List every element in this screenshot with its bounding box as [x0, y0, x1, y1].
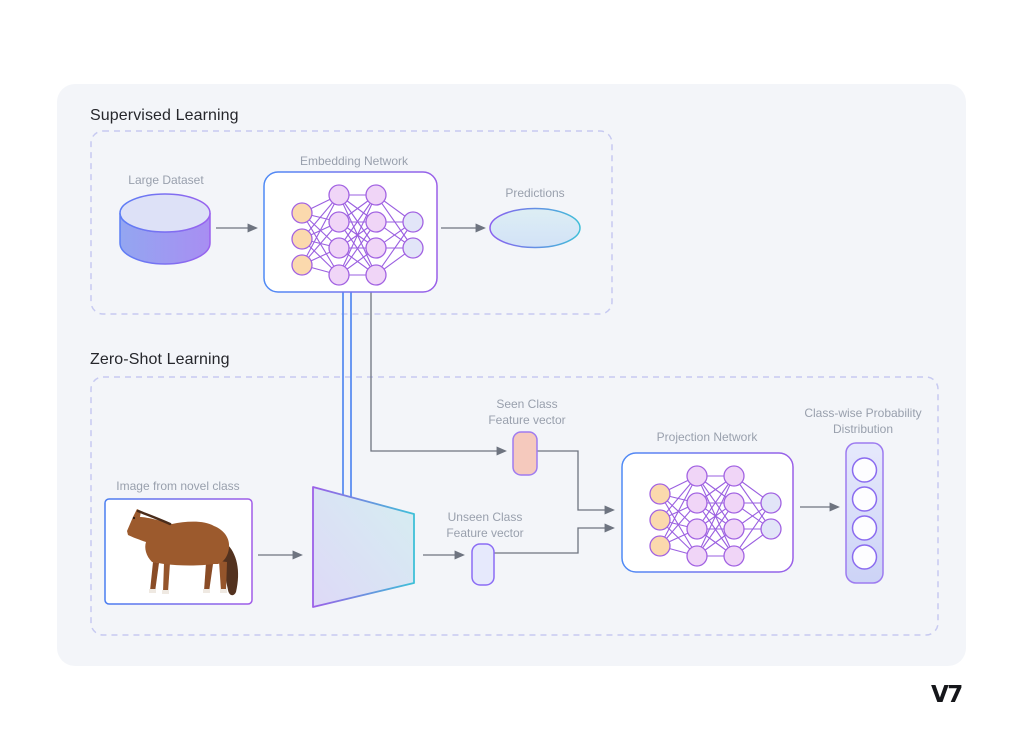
- network-node: [686, 465, 708, 487]
- large-dataset-label: Large Dataset: [128, 173, 204, 187]
- probability-cell: [851, 457, 878, 483]
- probability-cell: [851, 515, 878, 541]
- network-node: [365, 211, 387, 233]
- network-node: [402, 211, 424, 233]
- probability-distribution: [845, 442, 884, 584]
- zero-shot-region-outline: [90, 376, 939, 636]
- network-node: [328, 211, 350, 233]
- connector-arrows: [216, 223, 840, 560]
- network-node: [402, 237, 424, 259]
- network-node: [291, 202, 313, 224]
- network-node: [365, 184, 387, 206]
- network-node: [328, 237, 350, 259]
- arrow-unseen-vector-to-projection: [494, 523, 615, 554]
- probability-cell: [851, 544, 878, 570]
- seen-class-vector-label: Seen Class Feature vector: [488, 397, 566, 427]
- unseen-class-vector-label: Unseen Class Feature vector: [446, 510, 524, 540]
- network-node: [686, 492, 708, 514]
- novel-class-image-label: Image from novel class: [116, 479, 240, 493]
- network-node: [686, 518, 708, 540]
- network-node: [365, 237, 387, 259]
- network-node: [365, 264, 387, 286]
- network-node: [686, 545, 708, 567]
- network-node: [328, 184, 350, 206]
- network-node: [328, 264, 350, 286]
- predictions-label: Predictions: [505, 186, 565, 200]
- network-node: [760, 518, 782, 540]
- projection-network-label: Projection Network: [656, 430, 758, 444]
- unseen-class-feature-vector: [471, 543, 495, 586]
- network-node: [291, 228, 313, 250]
- embedding-network-diagram: [291, 184, 424, 286]
- supervised-region-outline: [90, 130, 613, 315]
- predictions-ellipse: [489, 207, 581, 249]
- network-node: [723, 545, 745, 567]
- large-dataset-cylinder: [119, 193, 211, 265]
- network-node: [723, 492, 745, 514]
- seen-class-feature-vector: [512, 431, 538, 476]
- distribution-label: Class-wise Probability Distribution: [804, 406, 922, 436]
- zero-shot-section-title: Zero-Shot Learning: [90, 351, 230, 368]
- network-node: [723, 465, 745, 487]
- network-node: [649, 535, 671, 557]
- network-node: [649, 483, 671, 505]
- horse-illustration: [127, 509, 239, 596]
- embedding-network-label: Embedding Network: [299, 154, 409, 168]
- weight-sharing-lines: [342, 291, 352, 498]
- novel-class-image: [104, 498, 253, 605]
- network-node: [291, 254, 313, 276]
- v7-logo: V7: [931, 682, 963, 708]
- projection-network-diagram: [649, 465, 782, 567]
- probability-cell: [851, 486, 878, 512]
- arrow-embedding-to-seen-vector: [370, 292, 507, 456]
- arrow-seen-vector-to-projection: [537, 450, 615, 515]
- network-node: [760, 492, 782, 514]
- network-node: [649, 509, 671, 531]
- network-node: [723, 518, 745, 540]
- supervised-section-title: Supervised Learning: [90, 107, 239, 124]
- encoder-trapezoid: [312, 486, 415, 608]
